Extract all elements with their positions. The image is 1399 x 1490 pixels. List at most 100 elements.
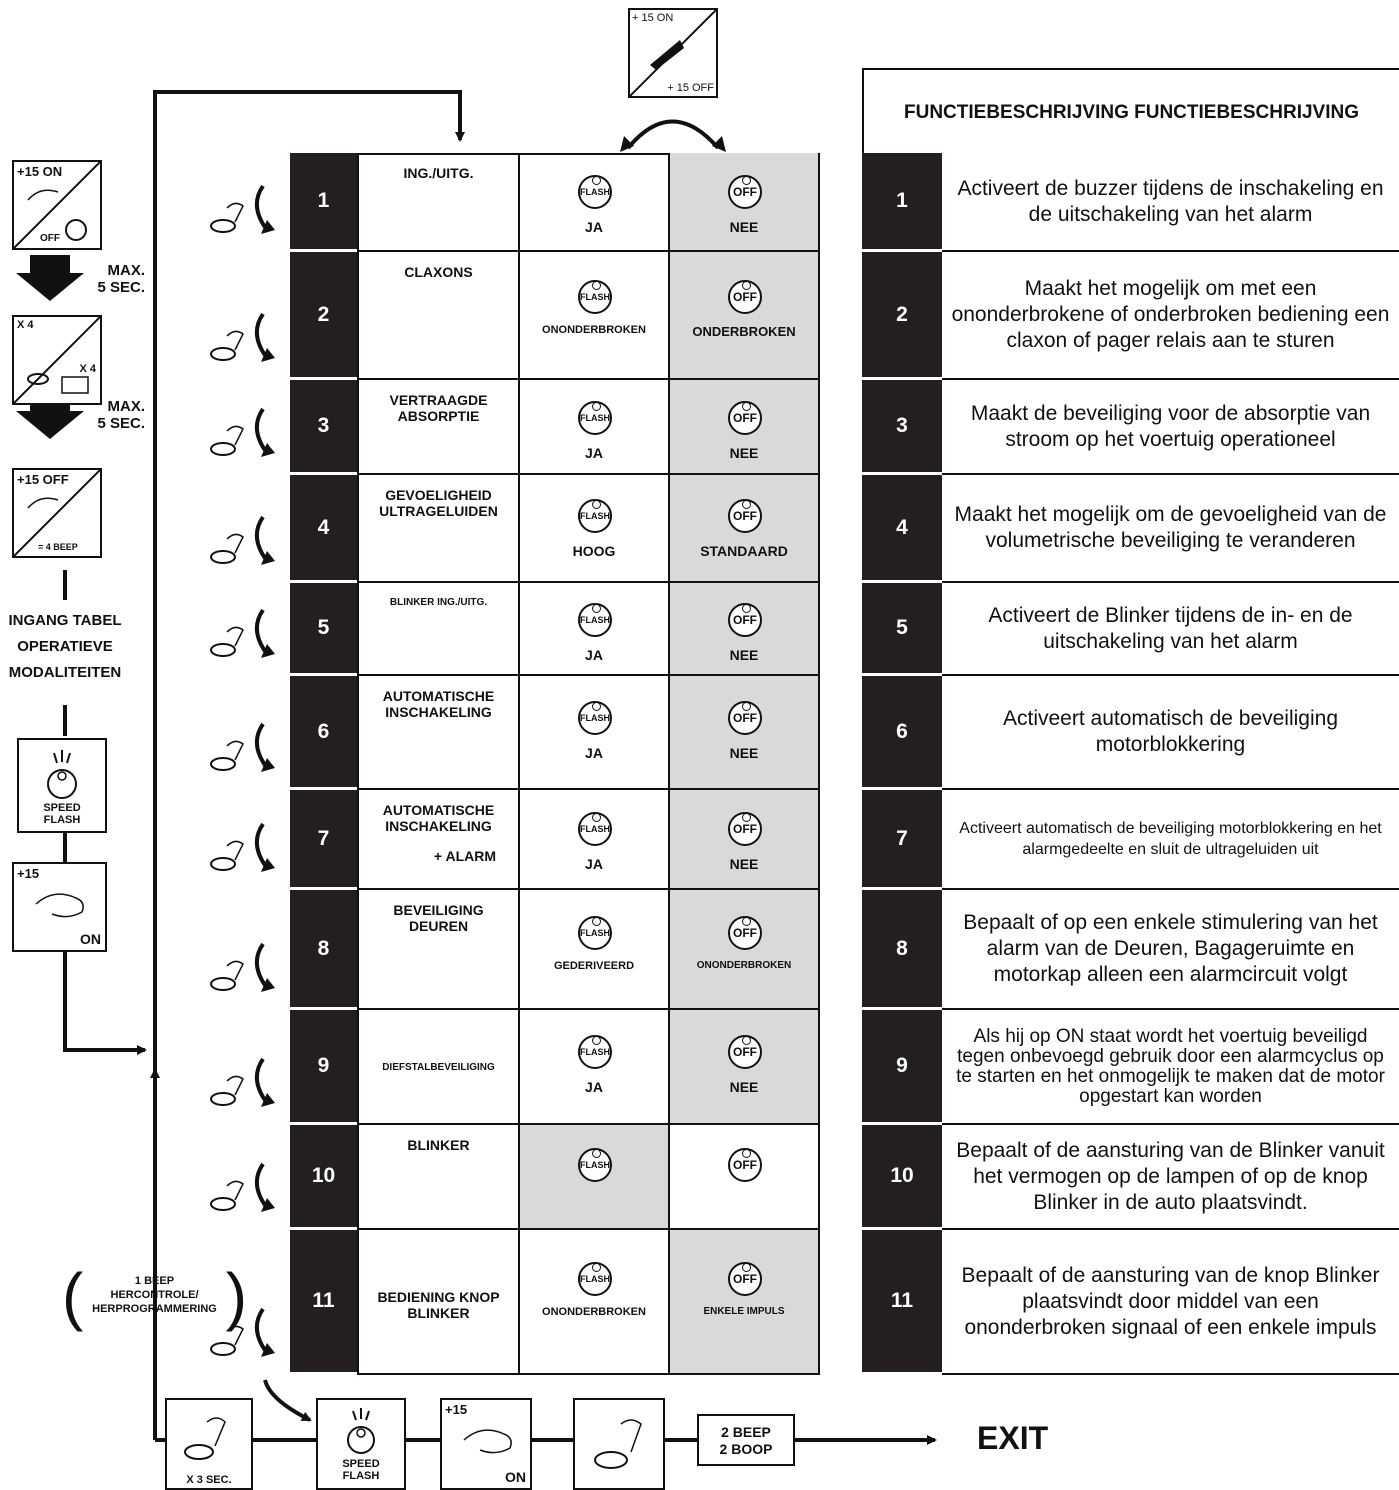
function-cell: BEVEILIGING DEUREN xyxy=(357,890,520,1010)
off-knob-icon: OFF xyxy=(728,1148,762,1182)
left-step2-x4b: X 4 xyxy=(79,363,96,375)
speed-flash-knob-icon xyxy=(47,750,77,799)
off-knob-icon: OFF xyxy=(728,1262,762,1296)
bottom-press-box xyxy=(573,1398,665,1490)
off-option-cell[interactable]: OFF xyxy=(670,1125,820,1230)
recheck-label-group: ( ) 1 BEEP HERCONTROLE/ HERPROGRAMMERING xyxy=(62,1264,247,1330)
off-knob-icon: OFF xyxy=(728,1035,762,1069)
exit-label: EXIT xyxy=(977,1420,1049,1456)
off-option-label: ENKELE IMPULS xyxy=(703,1306,785,1317)
off-option-cell[interactable]: OFF ENKELE IMPULS xyxy=(670,1230,820,1375)
flash-knob-icon: FLASH xyxy=(578,1035,612,1069)
off-option-label: NEE xyxy=(729,219,759,235)
row-number: 6 xyxy=(290,676,357,790)
description-number: 6 xyxy=(862,676,942,790)
off-option-label: STANDAARD xyxy=(700,543,788,559)
function-cell: VERTRAAGDE ABSORPTIE xyxy=(357,380,520,475)
function-cell: BLINKER xyxy=(357,1125,520,1230)
function-extra: + ALARM xyxy=(433,848,496,864)
top-switch-on-label: + 15 ON xyxy=(632,12,674,24)
description-number: 1 xyxy=(862,153,942,252)
description-number: 11 xyxy=(862,1230,942,1375)
press-button-x4-icon xyxy=(14,317,100,403)
function-name: VERTRAAGDE ABSORPTIE xyxy=(389,392,488,424)
description-number: 10 xyxy=(862,1125,942,1230)
function-cell: DIEFSTALBEVEILIGING xyxy=(357,1010,520,1125)
flash-knob-icon: FLASH xyxy=(578,401,612,435)
row-number: 11 xyxy=(290,1230,357,1375)
press-and-arrow-icon xyxy=(205,820,275,880)
function-name: AUTOMATISCHE INSCHAKELING xyxy=(382,802,495,834)
left-speed-flash-label: SPEED FLASH xyxy=(43,802,81,826)
off-option-cell[interactable]: OFF ONDERBROKEN xyxy=(670,252,820,380)
left-step1-on: +15 ON xyxy=(17,164,63,179)
description-text: Als hij op ON staat wordt het voertuig b… xyxy=(942,1010,1399,1125)
description-text: Activeert automatisch de beveiliging mot… xyxy=(942,676,1399,790)
row-number: 2 xyxy=(290,252,357,380)
flash-knob-icon: FLASH xyxy=(578,1148,612,1182)
description-text: Maakt het mogelijk om de gevoeligheid va… xyxy=(942,475,1399,583)
hand-key-off-icon xyxy=(14,470,100,556)
function-cell: BLINKER ING./UITG. xyxy=(357,583,520,676)
press-and-arrow-icon xyxy=(205,606,275,666)
function-cell: ING./UITG. xyxy=(357,153,520,252)
flash-option-label: GEDERIVEERD xyxy=(553,960,635,972)
bottom-on: ON xyxy=(505,1469,526,1485)
off-option-label: ONDERBROKEN xyxy=(692,324,796,339)
press-and-arrow-icon xyxy=(205,1305,275,1365)
off-option-label: ONONDERBROKEN xyxy=(696,960,792,971)
row-number: 10 xyxy=(290,1125,357,1230)
press-and-arrow-icon xyxy=(205,513,275,573)
row-number: 4 xyxy=(290,475,357,583)
function-cell: BEDIENING KNOP BLINKER xyxy=(357,1230,520,1375)
function-name: BLINKER ING./UITG. xyxy=(389,597,488,608)
press-and-arrow-icon xyxy=(205,310,275,370)
function-name: DIEFSTALBEVEILIGING xyxy=(382,1062,495,1073)
description-text: Bepaalt of op een enkele stimulering van… xyxy=(942,890,1399,1010)
off-knob-icon: OFF xyxy=(728,812,762,846)
row-number: 9 xyxy=(290,1010,357,1125)
function-name: BLINKER xyxy=(407,1137,470,1153)
hand-key-on-icon-bottom xyxy=(463,1429,512,1454)
press-and-arrow-icon xyxy=(205,940,275,1000)
hand-key-on-icon xyxy=(35,893,84,918)
flash-option-cell[interactable]: FLASH xyxy=(520,1125,670,1230)
left-step3-beep: = 4 BEEP xyxy=(38,542,78,552)
function-cell: AUTOMATISCHE INSCHAKELING xyxy=(357,676,520,790)
entry-line xyxy=(63,945,147,1055)
description-table: FUNCTIEBESCHRIJVING FUNCTIEBESCHRIJVING xyxy=(862,68,1399,1375)
function-name: BEVEILIGING DEUREN xyxy=(393,902,484,934)
bottom-plus15-on-box: +15 ON xyxy=(440,1398,532,1490)
press-and-arrow-icon xyxy=(205,405,275,465)
flash-option-label: ONONDERBROKEN xyxy=(542,1306,646,1318)
top-ignition-switch-box: + 15 ON + 15 OFF xyxy=(628,8,718,98)
description-number: 7 xyxy=(862,790,942,890)
off-knob-icon: OFF xyxy=(728,401,762,435)
press-and-arrow-icon xyxy=(205,182,275,242)
off-knob-icon: OFF xyxy=(728,603,762,637)
entry-table-label: INGANG TABEL OPERATIEVE MODALITEITEN xyxy=(8,612,122,681)
press-button-icon-bottom xyxy=(594,1419,642,1469)
off-knob-icon: OFF xyxy=(728,280,762,314)
left-step2-x4a: X 4 xyxy=(17,319,34,331)
left-step3-box: +15 OFF = 4 BEEP xyxy=(12,468,102,558)
bottom-plus15: +15 xyxy=(445,1402,468,1417)
